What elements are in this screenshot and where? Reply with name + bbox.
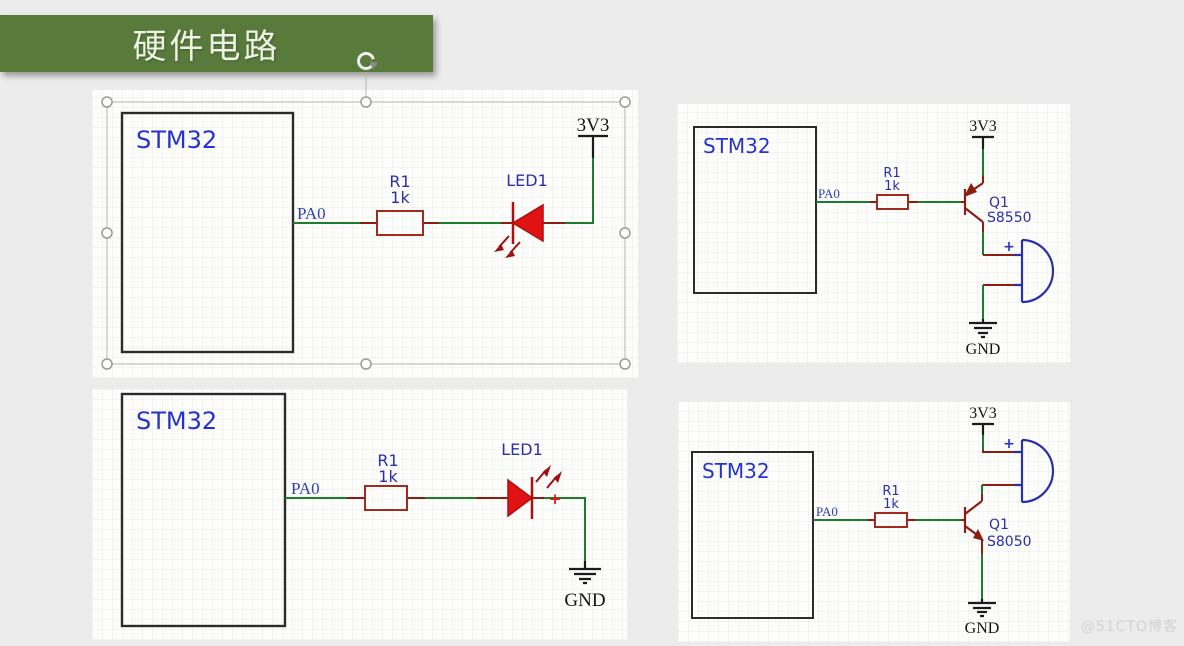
resistor-value: 1k: [378, 467, 398, 486]
buzzer-terminals: [1014, 450, 1022, 487]
ground-symbol: [569, 561, 601, 585]
resistor: R1 1k: [876, 166, 909, 210]
led-emission-arrowhead: [505, 250, 515, 258]
power-3v3: 3V3: [969, 405, 1014, 453]
led-ref: LED1: [506, 171, 548, 190]
wire-segment: [982, 450, 1014, 453]
transistor-ref: Q1: [989, 517, 1009, 533]
transistor-pnp: Q1 S8550: [963, 182, 1032, 226]
wire-segment: [565, 158, 594, 224]
buzzer-polarity: +: [1003, 436, 1015, 452]
schematic-led-3v3: STM32 PA0 R1 1k LED1 3V3: [120, 111, 610, 354]
led-ref: LED1: [501, 440, 543, 459]
pin-label-pa0: PA0: [297, 204, 326, 223]
ground: GND: [965, 539, 1000, 637]
buzzer-body: [1020, 438, 1055, 504]
pin-label-pa0: PA0: [291, 479, 320, 498]
chip-label: STM32: [702, 459, 770, 483]
resistor-body: [376, 210, 424, 236]
wires: [293, 158, 594, 224]
stm32-chip: STM32: [120, 392, 287, 628]
led-polarity: +: [549, 490, 562, 508]
resistor: R1 1k: [376, 172, 424, 236]
transistor-ref: Q1: [989, 195, 1009, 211]
chip-label: STM32: [136, 407, 217, 435]
transistor-model: S8550: [987, 210, 1032, 226]
buzzer-body: [1020, 238, 1055, 304]
transistor-arrow: [964, 183, 977, 197]
title-banner[interactable]: 硬件电路: [0, 15, 433, 72]
led-triangle: [507, 478, 534, 518]
stm32-chip: STM32: [120, 111, 295, 354]
schematic-panel-led-3v3[interactable]: STM32 PA0 R1 1k LED1 3V3: [92, 90, 638, 378]
power-net-label: 3V3: [577, 115, 610, 136]
schematic-panel-s8550-buzzer[interactable]: STM32 PA0 R1 1k Q1 S8550 3V3 +: [677, 104, 1070, 363]
resistor-body: [874, 512, 908, 528]
stm32-chip: STM32: [691, 451, 814, 619]
resistor-value: 1k: [390, 188, 410, 207]
power-net-label: 3V3: [969, 118, 997, 135]
wire-segment: [544, 497, 586, 561]
resistor-body: [364, 485, 408, 511]
buzzer: +: [982, 222, 1055, 304]
chip-label: STM32: [136, 126, 217, 154]
resistor: R1 1k: [364, 451, 408, 511]
chip-label: STM32: [703, 134, 771, 158]
pin-label-pa0: PA0: [818, 186, 840, 201]
schematic-s8050: STM32 PA0 R1 1k Q1 S8050 3V3 +: [691, 405, 1055, 637]
ground: GND: [966, 285, 1001, 358]
power-symbol: [578, 134, 608, 158]
wires: [285, 497, 586, 561]
led: + LED1: [501, 440, 562, 519]
resistor-ref: R1: [882, 484, 899, 499]
power-3v3: 3V3: [969, 118, 997, 183]
transistor-collector: [964, 500, 983, 515]
pin-label-pa0: PA0: [816, 504, 838, 519]
ground-net-label: GND: [965, 620, 1000, 637]
schematic-panel-s8050-buzzer[interactable]: STM32 PA0 R1 1k Q1 S8050 3V3 +: [678, 402, 1070, 642]
led-emission-arrowhead: [554, 471, 562, 483]
transistor-model: S8050: [987, 534, 1032, 550]
schematic-led-gnd: STM32 PA0 R1 1k + LED1 GND: [120, 392, 606, 628]
transistor-npn: Q1 S8050: [963, 500, 1032, 550]
stm32-chip: STM32: [693, 126, 817, 294]
chip-outline: [693, 126, 817, 294]
resistor-value: 1k: [884, 179, 900, 194]
led: LED1: [494, 171, 548, 258]
resistor-value: 1k: [883, 497, 899, 512]
buzzer-polarity: +: [1003, 239, 1015, 255]
ground-net-label: GND: [564, 590, 605, 611]
resistor: R1 1k: [874, 484, 908, 528]
led-emission-arrowhead: [494, 244, 504, 252]
schematic-panel-led-gnd[interactable]: STM32 PA0 R1 1k + LED1 GND: [92, 389, 627, 640]
schematic-s8550: STM32 PA0 R1 1k Q1 S8550 3V3 +: [693, 118, 1055, 358]
led-triangle: [511, 203, 544, 243]
power-3v3: 3V3: [577, 115, 610, 158]
buzzer-terminals: [1014, 253, 1022, 287]
transistor-collector: [964, 207, 984, 223]
transistor-arrow: [973, 529, 984, 541]
buzzer: +: [981, 436, 1055, 504]
resistor-ref: R1: [883, 166, 900, 181]
ground: GND: [564, 561, 606, 611]
led-emission-arrowhead: [543, 465, 551, 477]
power-symbol: [972, 135, 994, 149]
page-title: 硬件电路: [132, 27, 281, 67]
ground-symbol: [969, 319, 997, 339]
ground-net-label: GND: [966, 341, 1001, 358]
resistor-ref: R1: [377, 451, 398, 470]
power-symbol: [972, 422, 994, 435]
ground-symbol: [968, 599, 996, 618]
watermark: @51CTO博客: [1080, 619, 1178, 635]
chip-outline: [691, 451, 814, 619]
chip-outline: [120, 392, 287, 628]
power-net-label: 3V3: [969, 405, 997, 422]
resistor-body: [876, 194, 909, 210]
